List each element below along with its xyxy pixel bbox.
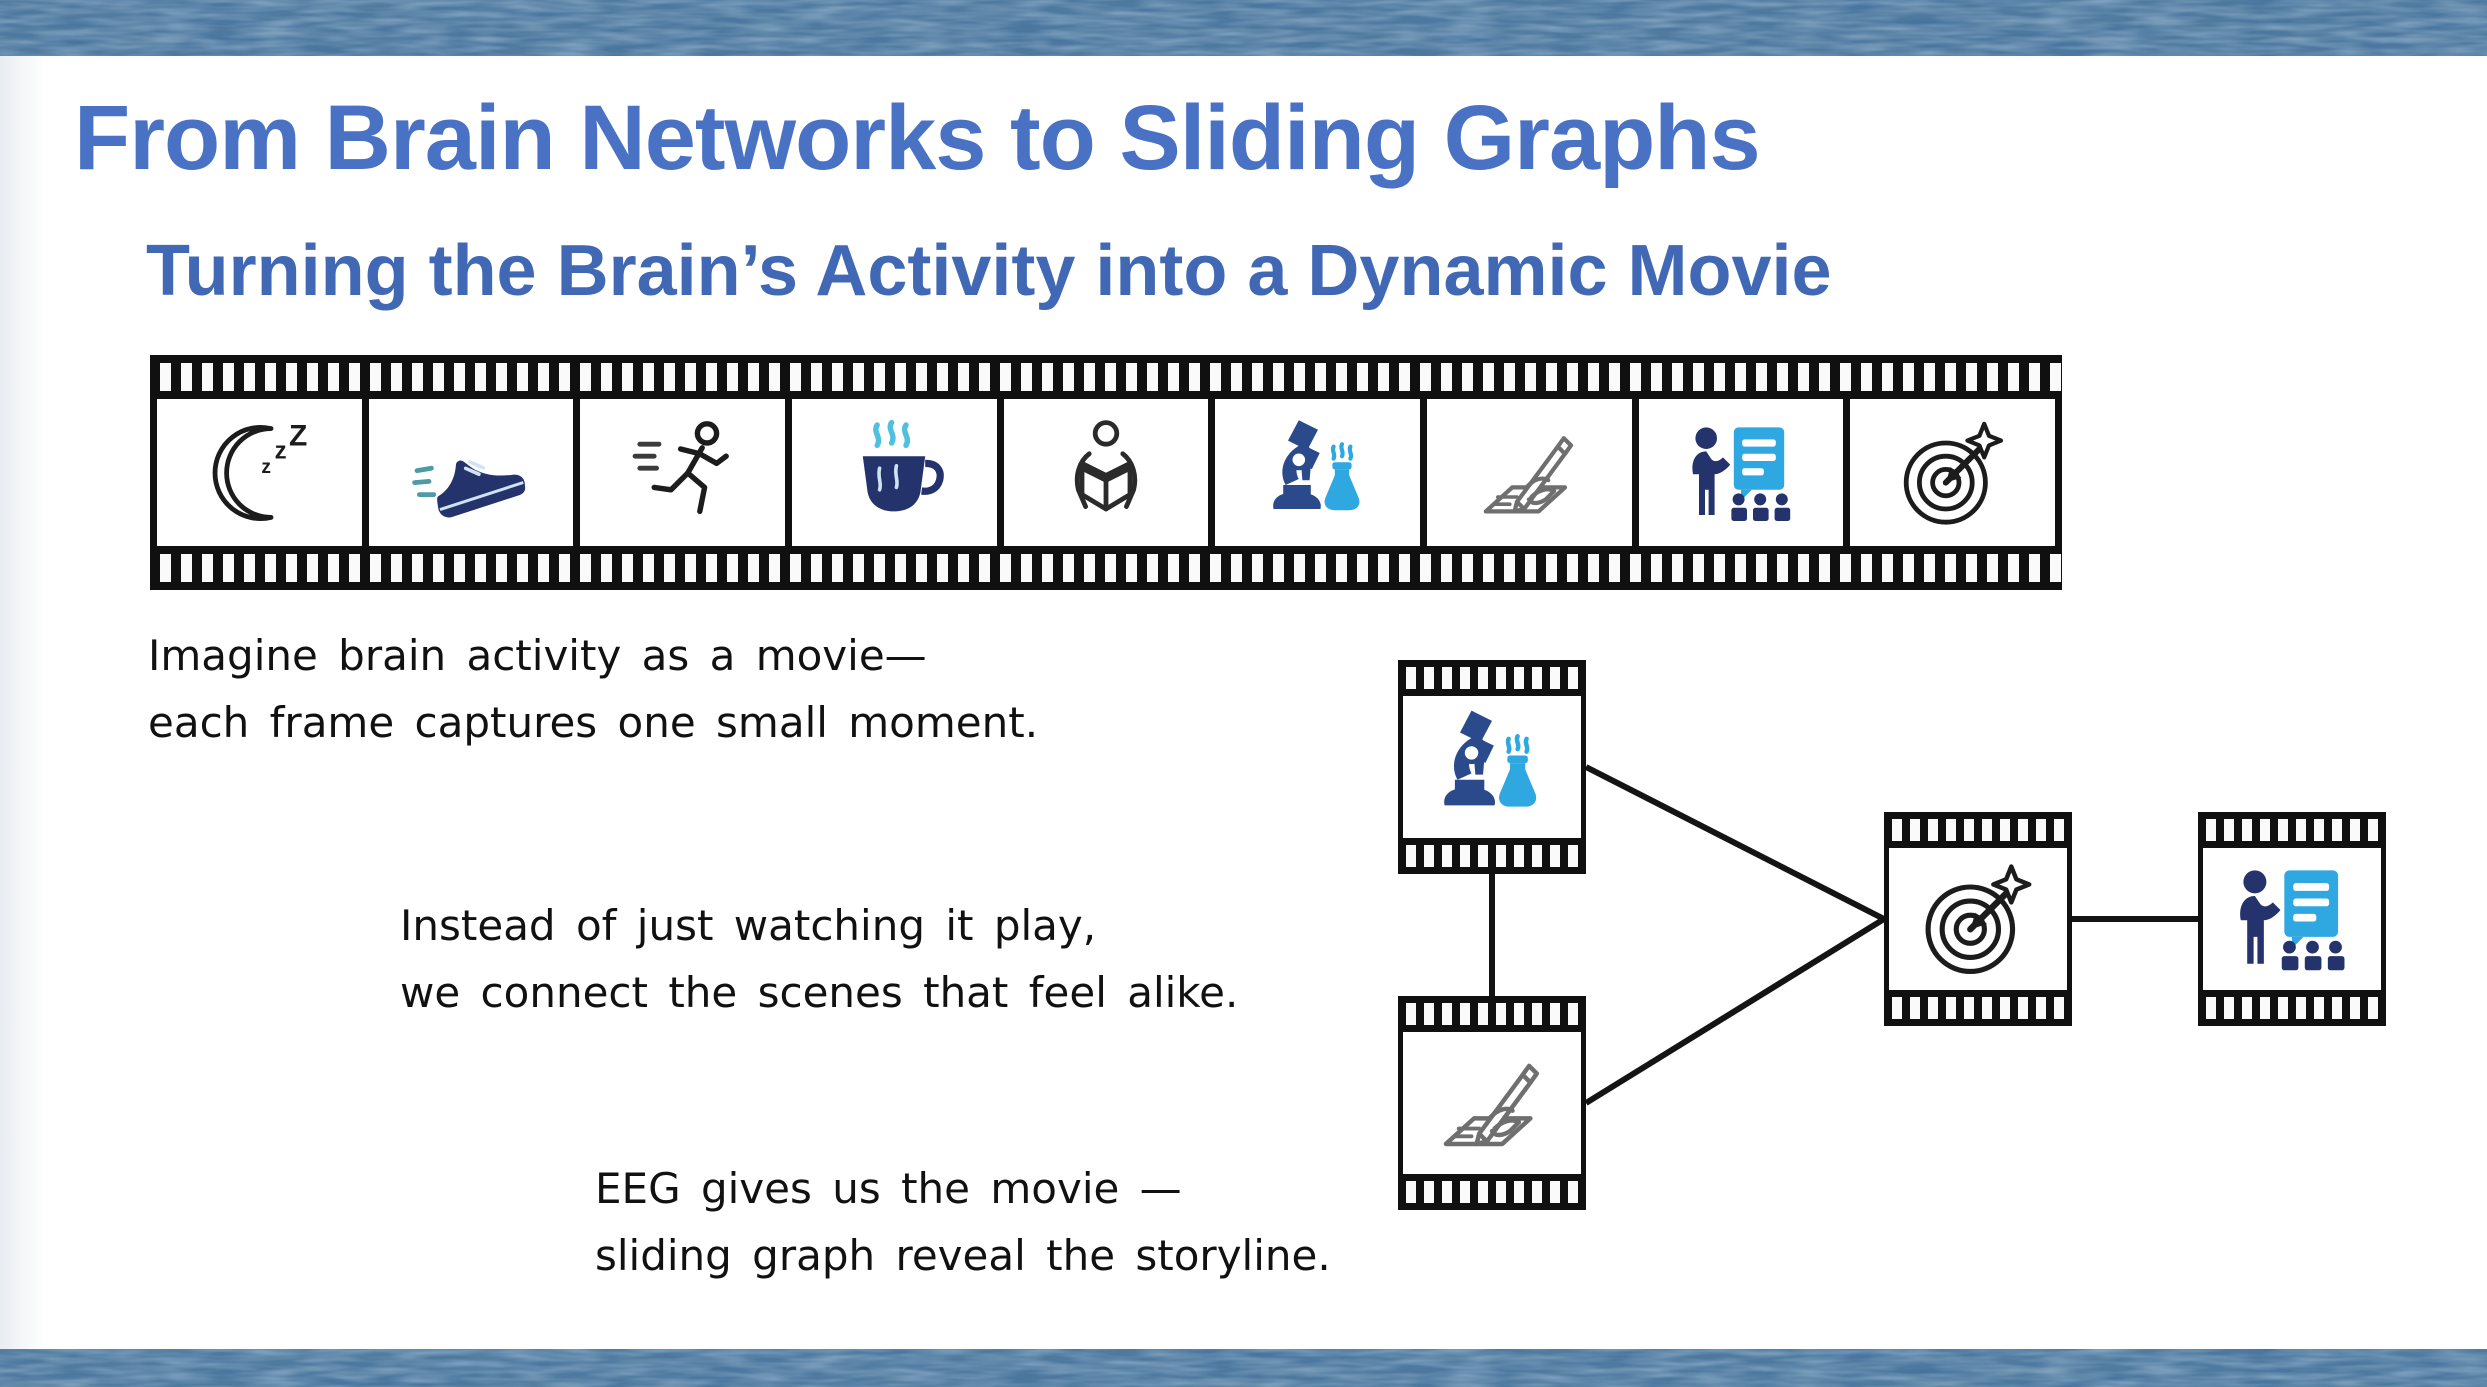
water-texture-bottom bbox=[0, 1349, 2487, 1387]
film-sprocket bbox=[1884, 812, 2072, 848]
film-frame bbox=[2198, 848, 2386, 990]
film-frame bbox=[1843, 399, 2055, 546]
film-sprocket bbox=[1398, 1174, 1586, 1210]
film-frame bbox=[1208, 399, 1420, 546]
filmstrip-sprocket-bottom bbox=[150, 546, 2062, 590]
slide-left-edge-shadow bbox=[0, 56, 44, 1349]
runner-icon bbox=[623, 413, 743, 533]
film-sprocket bbox=[1884, 990, 2072, 1026]
film-frame bbox=[361, 399, 574, 546]
caption-line: sliding graph reveal the storyline. bbox=[595, 1231, 1331, 1280]
film-frame bbox=[1398, 1032, 1586, 1174]
film-frame bbox=[1398, 696, 1586, 838]
graph-node-presentation bbox=[2198, 812, 2386, 1026]
microscope-icon bbox=[1428, 703, 1556, 831]
graph-edge-writing-goal bbox=[1584, 916, 1886, 1106]
coffee-icon bbox=[834, 413, 954, 533]
graph-node-writing bbox=[1398, 996, 1586, 1210]
film-frame bbox=[785, 399, 997, 546]
caption-line: each frame captures one small moment. bbox=[148, 698, 1039, 747]
sneaker-icon bbox=[411, 413, 531, 533]
presentation-icon bbox=[1681, 413, 1801, 533]
page-title: From Brain Networks to Sliding Graphs bbox=[74, 87, 1761, 189]
graph-node-experiment bbox=[1398, 660, 1586, 874]
writing-icon bbox=[1469, 413, 1589, 533]
svg-text:z: z bbox=[275, 437, 287, 464]
caption-line: EEG gives us the movie — bbox=[595, 1164, 1182, 1213]
target-icon bbox=[1914, 855, 2042, 983]
film-frame bbox=[1420, 399, 1632, 546]
target-icon bbox=[1893, 413, 2013, 533]
film-frame: z z Z bbox=[150, 399, 362, 546]
film-sprocket bbox=[2198, 990, 2386, 1026]
reading-icon bbox=[1046, 413, 1166, 533]
caption-line: Instead of just watching it play, bbox=[400, 901, 1097, 950]
svg-text:z: z bbox=[262, 457, 272, 478]
caption-line: we connect the scenes that feel alike. bbox=[400, 968, 1239, 1017]
activity-filmstrip: z z Z bbox=[150, 355, 2062, 590]
graph-node-goal bbox=[1884, 812, 2072, 1026]
filmstrip-sprocket-top bbox=[150, 355, 2062, 399]
film-frame bbox=[1884, 848, 2072, 990]
writing-icon bbox=[1428, 1039, 1556, 1167]
microscope-icon bbox=[1258, 413, 1378, 533]
film-sprocket bbox=[1398, 838, 1586, 874]
film-frame bbox=[573, 399, 785, 546]
caption-eeg-storyline: EEG gives us the movie — sliding graph r… bbox=[595, 1155, 1331, 1289]
caption-movie-frames: Imagine brain activity as a movie— each … bbox=[148, 622, 1038, 756]
caption-connect-scenes: Instead of just watching it play, we con… bbox=[400, 892, 1238, 1026]
film-sprocket bbox=[2198, 812, 2386, 848]
water-texture-top bbox=[0, 0, 2487, 56]
film-frame bbox=[1631, 399, 1844, 546]
caption-line: Imagine brain activity as a movie— bbox=[148, 631, 927, 680]
film-sprocket bbox=[1398, 660, 1586, 696]
sleep-moon-icon: z z Z bbox=[199, 413, 319, 533]
film-sprocket bbox=[1398, 996, 1586, 1032]
filmstrip-frames: z z Z bbox=[150, 399, 2062, 546]
page-subtitle: Turning the Brain’s Activity into a Dyna… bbox=[146, 231, 1832, 311]
film-frame bbox=[996, 399, 1209, 546]
graph-edge-experiment-goal bbox=[1584, 764, 1886, 922]
presentation-icon bbox=[2228, 855, 2356, 983]
svg-text:Z: Z bbox=[289, 419, 307, 452]
